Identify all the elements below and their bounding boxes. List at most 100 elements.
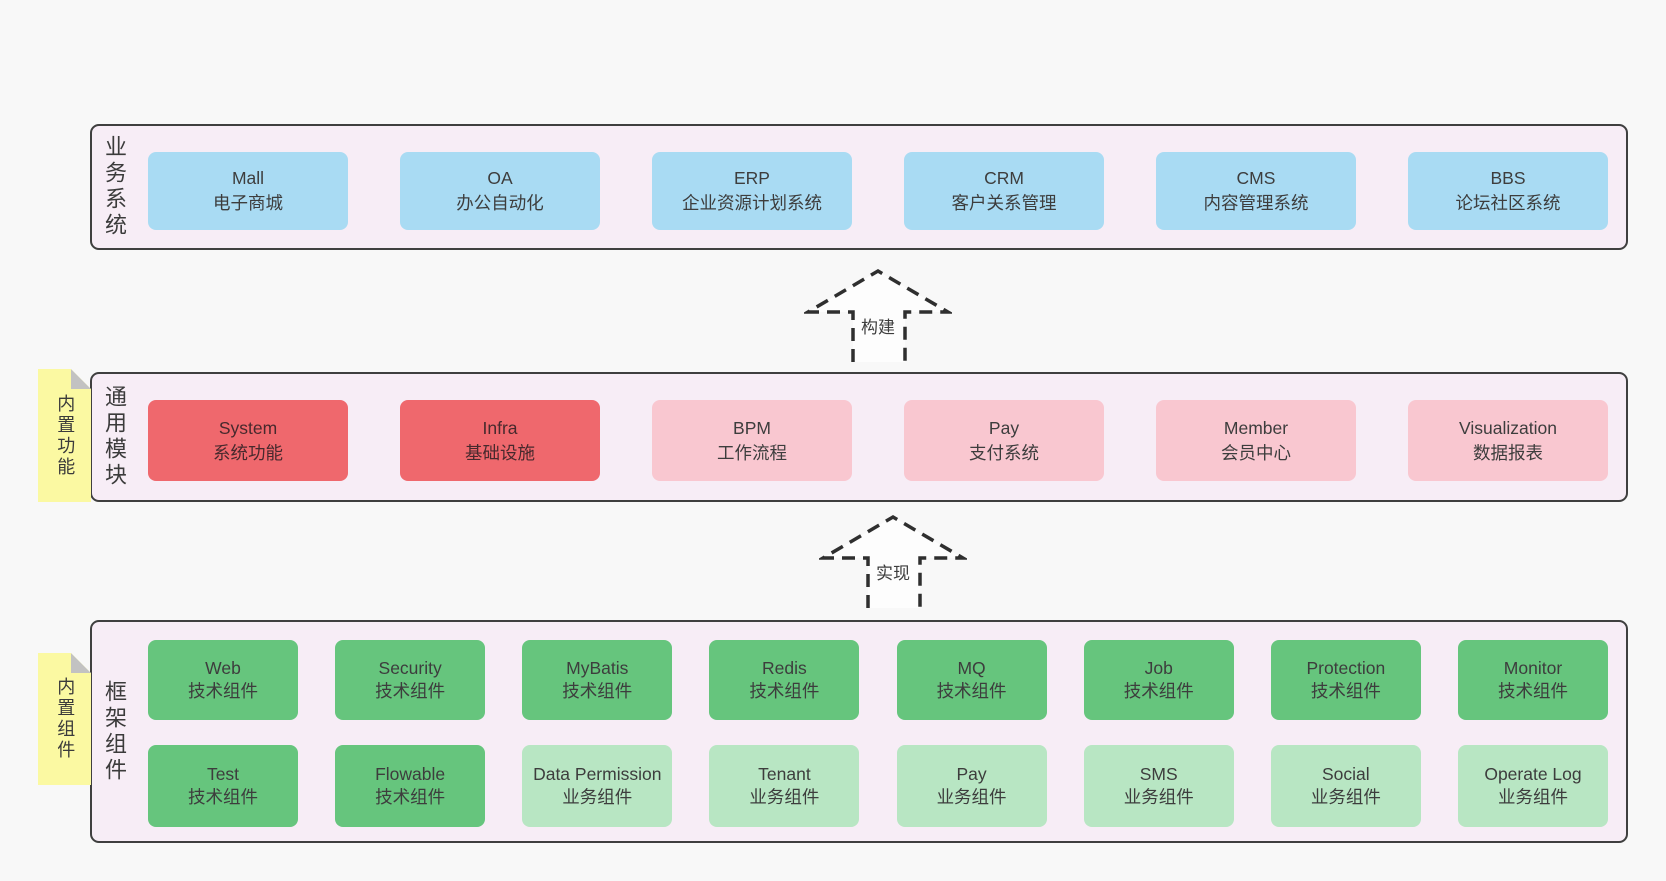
box-subtitle-zh: 业务组件 (1497, 787, 1568, 807)
box-title-en: CMS (1236, 168, 1276, 189)
box-title-en: Security (378, 657, 442, 678)
box-title-en: Job (1144, 657, 1173, 678)
box-subtitle-zh: 系统功能 (213, 442, 283, 463)
box-title-en: Mall (231, 168, 265, 189)
box-title-en: Infra (482, 417, 518, 438)
box-title-en: System (218, 417, 278, 438)
box-operate-log: Operate Log 业务组件 (1457, 745, 1608, 827)
box-title-en: Redis (762, 657, 807, 678)
box-cms: CMS 内容管理系统 (1156, 152, 1356, 230)
box-subtitle-zh: 技术组件 (1123, 681, 1194, 701)
box-title-en: Operate Log (1484, 763, 1582, 784)
box-subtitle-zh: 办公自动化 (456, 193, 544, 213)
note-text: 内置组件 (55, 677, 76, 761)
box-title-en: Social (1322, 763, 1370, 784)
box-social: Social 业务组件 (1270, 745, 1421, 827)
box-subtitle-zh: 业务组件 (1310, 787, 1381, 807)
box-test: Test 技术组件 (148, 745, 298, 827)
box-title-en: OA (487, 168, 513, 189)
box-title-en: Member (1223, 417, 1289, 438)
box-subtitle-zh: 论坛社区系统 (1455, 193, 1561, 213)
box-subtitle-zh: 技术组件 (749, 681, 820, 701)
box-title-en: Pay (956, 763, 987, 784)
box-bbs: BBS 论坛社区系统 (1408, 152, 1608, 230)
implement-arrow: 实现 (819, 512, 967, 608)
box-mall: Mall 电子商城 (148, 152, 348, 230)
box-subtitle-zh: 技术组件 (375, 681, 446, 701)
box-sms: SMS 业务组件 (1083, 745, 1234, 827)
box-title-en: Visualization (1459, 417, 1557, 438)
box-title-en: SMS (1139, 763, 1178, 784)
box-tenant: Tenant 业务组件 (709, 745, 860, 827)
box-security: Security 技术组件 (335, 640, 486, 720)
box-subtitle-zh: 技术组件 (188, 787, 258, 807)
box-subtitle-zh: 业务组件 (562, 787, 633, 807)
note-text: 内置功能 (55, 393, 76, 478)
box-title-en: Pay (988, 417, 1020, 438)
box-subtitle-zh: 业务组件 (749, 787, 820, 807)
box-title-en: Test (206, 763, 240, 784)
box-mybatis: MyBatis 技术组件 (522, 640, 673, 720)
sticky-note-built-in-features: 内置功能 (38, 369, 91, 502)
box-subtitle-zh: 技术组件 (936, 681, 1007, 701)
box-protection: Protection 技术组件 (1270, 640, 1421, 720)
build-arrow: 构建 (804, 266, 952, 362)
box-subtitle-zh: 内容管理系统 (1203, 193, 1309, 213)
box-title-en: BPM (733, 417, 771, 438)
box-member: Member 会员中心 (1156, 400, 1356, 481)
box-pay: Pay 支付系统 (904, 400, 1104, 481)
note-fold-corner (71, 369, 91, 389)
box-subtitle-zh: 会员中心 (1221, 442, 1291, 463)
box-subtitle-zh: 技术组件 (188, 681, 258, 701)
box-subtitle-zh: 支付系统 (969, 442, 1039, 463)
box-subtitle-zh: 业务组件 (936, 787, 1007, 807)
box-title-en: Flowable (375, 763, 446, 784)
box-title-en: Monitor (1503, 657, 1563, 678)
box-title-en: ERP (734, 168, 770, 189)
box-title-en: MyBatis (566, 657, 629, 678)
box-subtitle-zh: 客户关系管理 (951, 193, 1057, 213)
box-monitor: Monitor 技术组件 (1457, 640, 1608, 720)
box-mq: MQ 技术组件 (896, 640, 1047, 720)
box-subtitle-zh: 技术组件 (375, 787, 446, 807)
implement-arrow-label: 实现 (874, 559, 912, 584)
box-bpm: BPM 工作流程 (652, 400, 852, 481)
box-title-en: Data Permission (533, 763, 662, 784)
box-oa: OA 办公自动化 (400, 152, 600, 230)
box-subtitle-zh: 技术组件 (562, 681, 633, 701)
build-arrow-label: 构建 (859, 313, 897, 338)
box-title-en: MQ (957, 657, 986, 678)
section-modules-label: 通用模块 (102, 385, 127, 489)
box-pay: Pay 业务组件 (896, 745, 1047, 827)
box-subtitle-zh: 业务组件 (1123, 787, 1194, 807)
box-system: System 系统功能 (148, 400, 348, 481)
box-title-en: Protection (1306, 657, 1386, 678)
box-subtitle-zh: 数据报表 (1473, 442, 1543, 463)
box-flowable: Flowable 技术组件 (335, 745, 486, 827)
box-subtitle-zh: 技术组件 (1310, 681, 1381, 701)
box-subtitle-zh: 技术组件 (1497, 681, 1568, 701)
box-redis: Redis 技术组件 (709, 640, 860, 720)
note-fold-corner (71, 653, 91, 673)
section-business-label: 业务系统 (102, 135, 127, 239)
box-subtitle-zh: 电子商城 (213, 193, 283, 213)
box-title-en: BBS (1490, 168, 1526, 189)
box-crm: CRM 客户关系管理 (904, 152, 1104, 230)
box-job: Job 技术组件 (1083, 640, 1234, 720)
section-components-label: 框架组件 (102, 679, 127, 784)
box-title-en: CRM (984, 168, 1024, 189)
box-subtitle-zh: 工作流程 (717, 442, 787, 463)
sticky-note-built-in-components: 内置组件 (38, 653, 91, 785)
box-title-en: Tenant (758, 763, 811, 784)
box-data-permission: Data Permission 业务组件 (522, 745, 673, 827)
